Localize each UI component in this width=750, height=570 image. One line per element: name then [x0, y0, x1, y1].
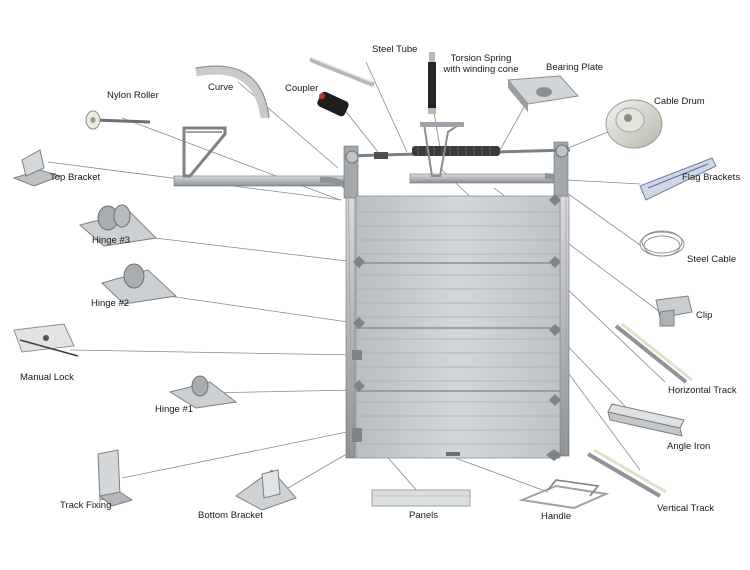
nylon-roller-part: [85, 110, 151, 130]
label-hinge3: Hinge #3: [92, 235, 131, 246]
angle-iron-part: [607, 403, 685, 437]
door-assembly: [173, 122, 571, 461]
cable-drum-part: [605, 99, 663, 149]
label-vertical-track: Vertical Track: [657, 503, 715, 514]
hinge3-part: [78, 204, 158, 247]
label-angle-iron: Angle Iron: [667, 441, 711, 452]
vertical-track-part: [586, 448, 667, 498]
label-horizontal-track: Horizontal Track: [668, 385, 737, 396]
steel-tube-part: [309, 57, 375, 87]
flag-brackets-part: [639, 157, 717, 201]
label-panels: Panels: [409, 510, 439, 521]
track-fixing-part: [97, 449, 134, 507]
coupler-part: [317, 91, 349, 117]
label-torsion-spring-line2: with winding cone: [443, 64, 519, 75]
label-clip: Clip: [696, 310, 713, 321]
steel-cable-part: [639, 230, 685, 257]
top-bracket-part: [12, 149, 62, 187]
label-manual-lock: Manual Lock: [20, 372, 74, 383]
curve-part: [195, 65, 270, 119]
label-curve: Curve: [208, 82, 234, 93]
label-cable-drum: Cable Drum: [654, 96, 705, 107]
label-nylon-roller: Nylon Roller: [107, 90, 159, 101]
torsion-spring-part: [428, 52, 436, 114]
bottom-bracket-part: [235, 469, 297, 511]
label-hinge2: Hinge #2: [91, 298, 130, 309]
label-hinge1: Hinge #1: [155, 404, 194, 415]
label-handle: Handle: [541, 511, 572, 522]
label-bearing-plate: Bearing Plate: [546, 62, 604, 73]
clip-part: [655, 295, 693, 327]
bearing-plate-part: [506, 75, 579, 112]
label-bottom-bracket: Bottom Bracket: [198, 510, 263, 521]
label-steel-cable: Steel Cable: [687, 254, 737, 265]
hinge2-part: [101, 263, 178, 305]
manual-lock-part: [13, 323, 79, 357]
hinge1-part: [168, 375, 238, 409]
label-top-bracket: Top Bracket: [50, 172, 101, 183]
label-track-fixing: Track Fixing: [60, 500, 112, 511]
horizontal-track-part: [614, 322, 693, 384]
label-torsion-spring-line1: Torsion Spring: [450, 53, 512, 64]
label-flag-brackets: Flag Brackets: [682, 172, 741, 183]
label-steel-tube: Steel Tube: [372, 44, 418, 55]
label-coupler: Coupler: [285, 83, 319, 94]
label-torsion-spring: Torsion Spring with winding cone: [436, 53, 526, 75]
panels-part: [371, 489, 471, 507]
handle-part: [518, 479, 610, 510]
